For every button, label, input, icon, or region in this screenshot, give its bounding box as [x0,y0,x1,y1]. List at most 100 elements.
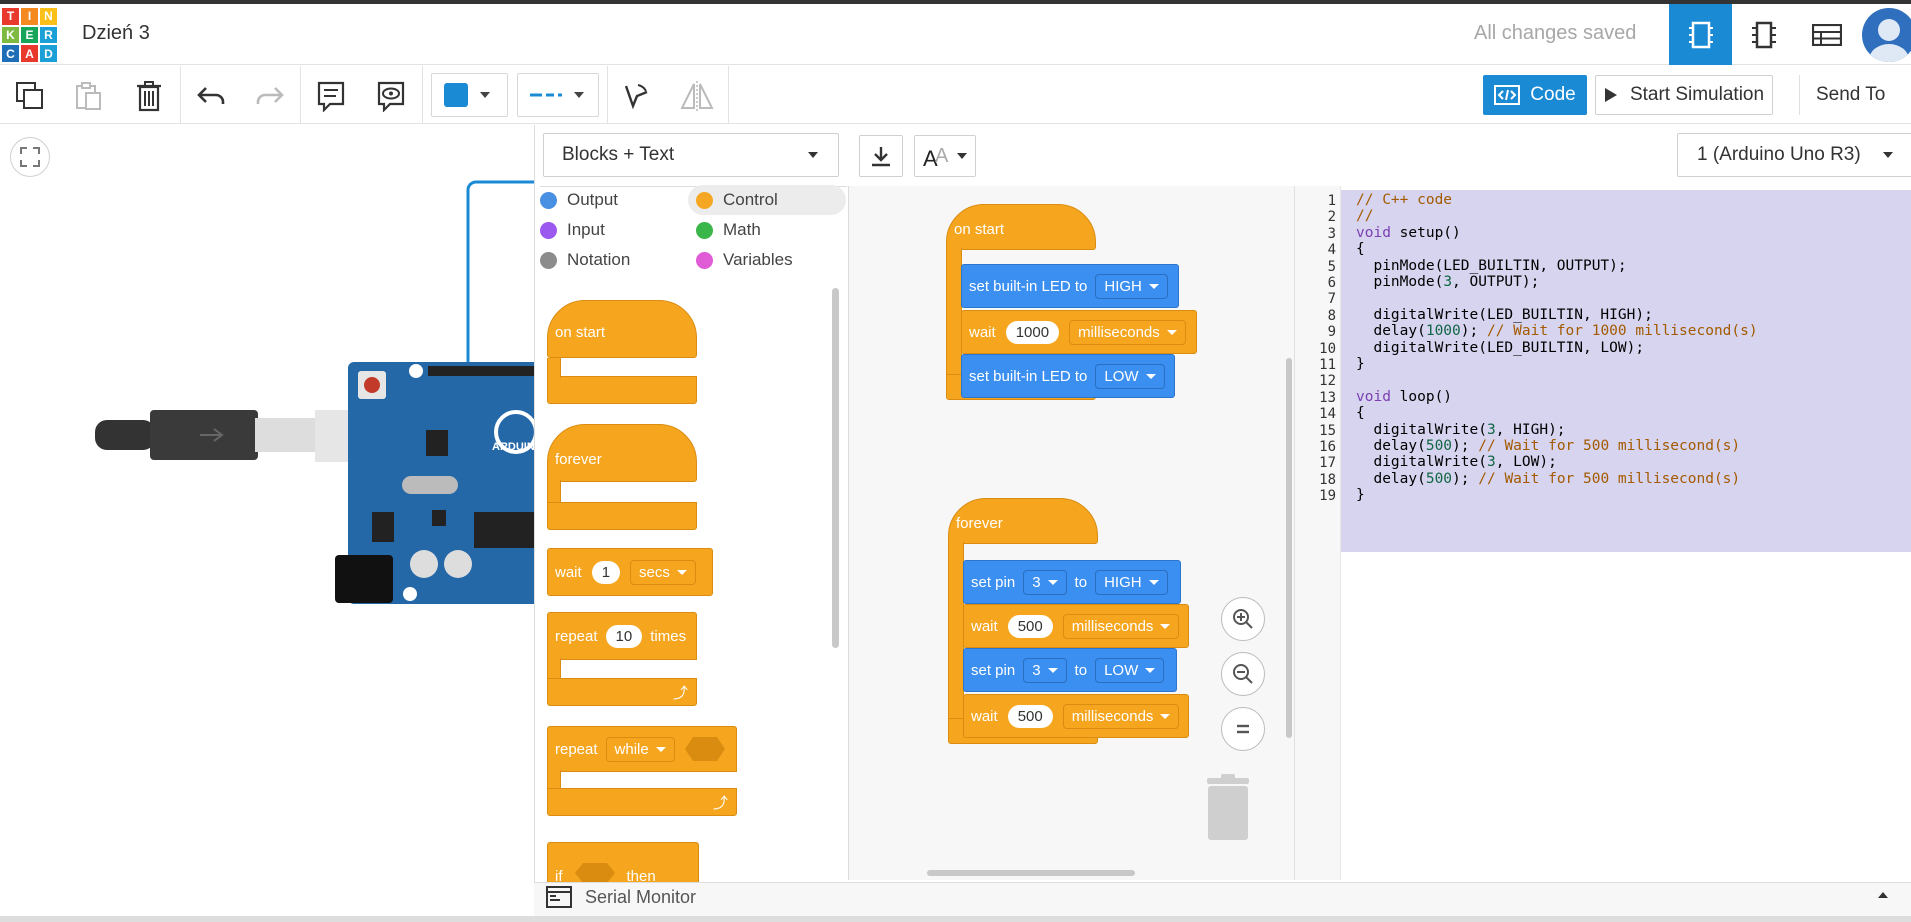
workspace-horizontal-scrollbar[interactable] [927,870,1135,876]
wait-value-input[interactable]: 1 [591,560,621,584]
palette-repeat-while-block[interactable]: repeat while [547,726,737,772]
code-line[interactable]: } [1356,487,1365,504]
palette-wait-block[interactable]: wait 1 secs [547,548,713,596]
wait-unit-dropdown[interactable]: secs [630,559,696,585]
code-button[interactable]: Code [1483,75,1587,115]
category-control[interactable]: Control [688,185,846,215]
led-state-dropdown[interactable]: HIGH [1095,273,1168,299]
forever-block[interactable]: forever [948,498,1098,544]
line-number: 4 [1327,242,1336,259]
code-line[interactable]: // [1356,208,1374,225]
wait-ms-block[interactable]: wait 1000 milliseconds [961,310,1197,354]
send-to-button[interactable]: Send To [1799,75,1911,115]
set-pin-high-block[interactable]: set pin 3 to HIGH [963,560,1181,604]
device-dropdown[interactable]: 1 (Arduino Uno R3) [1677,133,1911,177]
repeat-count-input[interactable]: 10 [605,624,643,648]
component-list-button[interactable] [1795,4,1858,65]
zoom-out-button[interactable] [1221,652,1265,696]
wait-500-block-2[interactable]: wait 500 milliseconds [963,694,1189,738]
notes-visibility-button[interactable] [369,76,413,116]
code-line[interactable]: { [1356,241,1365,258]
wait-value-input[interactable]: 500 [1007,614,1053,638]
pin-state-dropdown[interactable]: HIGH [1095,569,1168,595]
schematic-view-button[interactable] [1732,4,1795,65]
pin-dropdown[interactable]: 3 [1023,569,1067,595]
trash-can-icon[interactable] [1203,774,1253,842]
arduino-circuit[interactable]: ARDUINO [0,170,540,610]
code-line[interactable]: delay(500); // Wait for 500 millisecond(… [1356,438,1741,454]
palette-if-block[interactable]: if then [547,842,699,882]
code-line[interactable]: digitalWrite(3, HIGH); [1356,421,1566,438]
code-mode-dropdown[interactable]: Blocks + Text [543,133,839,177]
pin-dropdown[interactable]: 3 [1023,657,1067,683]
set-pin-low-block[interactable]: set pin 3 to LOW [963,648,1177,692]
category-math[interactable]: Math [696,215,761,245]
zoom-reset-button[interactable] [1221,707,1265,751]
chevron-down-icon [1160,713,1171,719]
palette-repeat-while-bottom: ⤴ [547,788,737,816]
notes-button[interactable] [309,76,353,116]
on-start-block[interactable]: on start [946,204,1096,250]
code-line[interactable]: delay(500); // Wait for 500 millisecond(… [1356,470,1741,487]
palette-on-start-block[interactable]: on start [547,300,697,358]
repeat-mode-dropdown[interactable]: while [605,736,675,762]
palette-scrollbar[interactable] [832,288,839,648]
pin-state-dropdown[interactable]: LOW [1095,657,1165,683]
serial-monitor-label: Serial Monitor [585,887,697,907]
user-avatar[interactable] [1862,8,1911,62]
project-title[interactable]: Dzień 3 [82,22,150,44]
wire[interactable] [466,180,540,370]
code-line[interactable]: // C++ code [1356,192,1453,208]
zoom-in-button[interactable] [1221,597,1265,641]
category-variables[interactable]: Variables [696,245,793,275]
workspace-vertical-scrollbar[interactable] [1286,358,1292,738]
code-line[interactable]: digitalWrite(LED_BUILTIN, HIGH); [1356,306,1653,323]
serial-monitor-bar[interactable] [534,882,1911,916]
wait-unit-dropdown[interactable]: milliseconds [1069,319,1186,345]
code-line[interactable]: void setup() [1356,224,1461,241]
wait-unit-dropdown[interactable]: milliseconds [1062,703,1180,729]
code-line[interactable]: digitalWrite(LED_BUILTIN, LOW); [1356,339,1645,356]
set-led-low-block[interactable]: set built-in LED to LOW [961,354,1175,398]
palette-repeat-block[interactable]: repeat 10 times [547,612,697,660]
boolean-slot-icon[interactable] [573,861,617,882]
flip-button[interactable] [675,76,719,116]
block-label: set pin [971,661,1016,679]
start-simulation-button[interactable]: Start Simulation [1595,75,1773,115]
wait-value-input[interactable]: 1000 [1005,320,1060,344]
category-input[interactable]: Input [540,215,605,245]
wire-style-picker[interactable] [517,73,599,117]
redo-button[interactable] [248,76,292,116]
fit-view-button[interactable] [10,137,50,177]
wait-500-block[interactable]: wait 500 milliseconds [963,604,1189,648]
rotate-button[interactable] [613,76,657,116]
set-led-high-block[interactable]: set built-in LED to HIGH [961,264,1179,308]
delete-button[interactable] [127,76,171,116]
paste-button[interactable] [66,76,110,116]
code-line[interactable]: digitalWrite(3, LOW); [1356,454,1557,471]
color-picker[interactable] [431,73,508,117]
blocks-workspace[interactable]: on start set built-in LED to HIGH wait 1… [848,186,1294,880]
wait-value-input[interactable]: 500 [1007,704,1053,728]
top-strip [0,0,1911,4]
chevron-up-icon[interactable] [1876,890,1890,900]
category-notation[interactable]: Notation [540,245,630,275]
undo-button[interactable] [189,76,233,116]
copy-button[interactable] [8,76,52,116]
palette-forever-block[interactable]: forever [547,424,697,482]
wait-unit-dropdown[interactable]: milliseconds [1062,613,1180,639]
download-code-button[interactable] [859,135,903,177]
code-line[interactable]: delay(1000); // Wait for 1000 millisecon… [1356,323,1758,340]
code-line[interactable]: pinMode(3, OUTPUT); [1356,274,1540,290]
code-line[interactable]: { [1356,405,1365,422]
code-line[interactable]: void loop() [1356,388,1453,405]
code-mode-value: Blocks + Text [562,144,675,165]
circuit-view-button[interactable] [1669,4,1732,65]
code-line[interactable]: } [1356,356,1365,372]
boolean-slot-icon[interactable] [683,735,727,763]
code-line[interactable]: pinMode(LED_BUILTIN, OUTPUT); [1356,257,1627,274]
led-state-dropdown[interactable]: LOW [1095,363,1165,389]
category-output[interactable]: Output [540,185,618,215]
